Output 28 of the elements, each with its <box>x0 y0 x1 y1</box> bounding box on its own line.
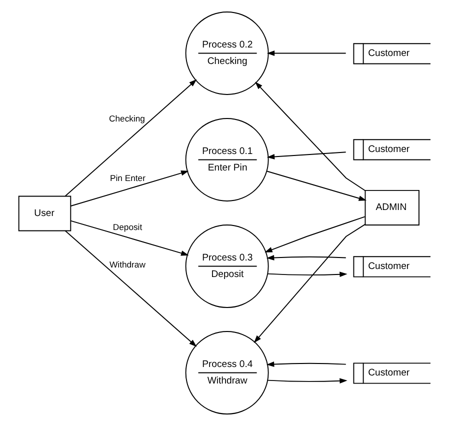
arrow <box>266 255 346 260</box>
edge-label: Deposit <box>112 222 142 232</box>
node-text: Customer <box>368 261 410 272</box>
arrow <box>64 230 196 347</box>
node-circle: Process 0.2 Checking <box>184 12 268 95</box>
node-circle: Process 0.1 Enter Pin <box>184 118 268 202</box>
arrow <box>266 170 366 201</box>
node-text: Customer <box>368 144 410 156</box>
arrow <box>266 378 347 384</box>
node-text: Customer <box>368 368 410 379</box>
arrow <box>264 216 365 252</box>
edge-label: Withdraw <box>109 259 145 270</box>
arrow <box>70 170 188 206</box>
node-box: ADMIN <box>364 190 419 226</box>
edge-label: Checking <box>108 114 145 124</box>
arrow <box>266 272 347 278</box>
arrow <box>254 82 366 192</box>
arrow <box>266 50 346 56</box>
arrow <box>70 220 188 256</box>
arrow <box>266 152 346 160</box>
arrow <box>266 362 346 367</box>
node-box: User <box>18 196 71 232</box>
node-circle: Process 0.3 Deposit <box>184 224 268 308</box>
node-text: Customer <box>368 48 410 60</box>
node-circle: Process 0.4 Withdraw <box>184 331 268 414</box>
arrow <box>253 224 366 343</box>
edge-label: Pin Enter <box>109 173 145 184</box>
arrow <box>64 79 196 196</box>
